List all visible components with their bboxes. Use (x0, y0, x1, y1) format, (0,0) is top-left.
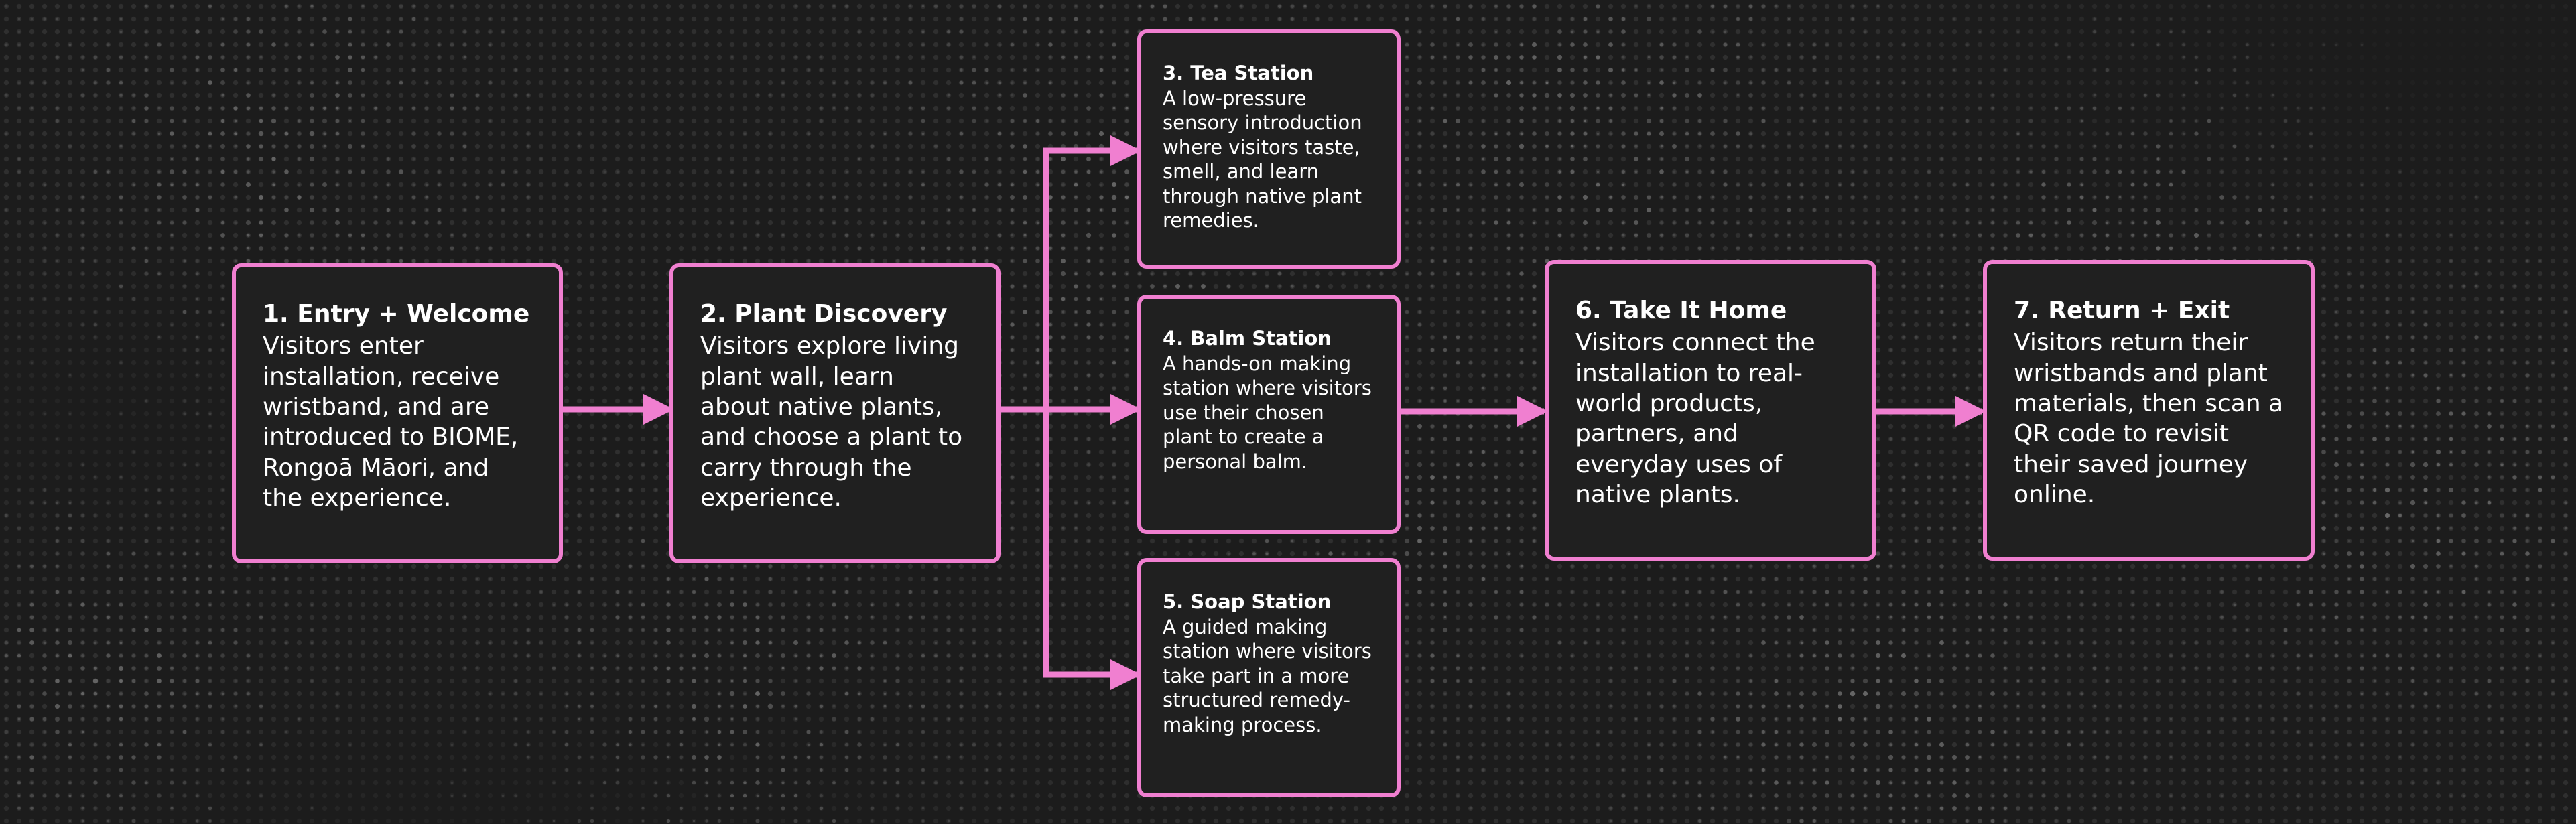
step-description: Visitors return their wristbands and pla… (2014, 329, 2284, 508)
step-plant-discovery: 2. Plant Discovery Visitors explore livi… (669, 263, 1001, 563)
step-soap-station: 5. Soap Station A guided making station … (1137, 558, 1401, 797)
step-description: A hands-on making station where visitors… (1163, 352, 1372, 473)
step-entry-welcome: 1. Entry + Welcome Visitors enter instal… (232, 263, 563, 563)
step-title: 3. Tea Station (1163, 62, 1314, 84)
step-description: Visitors explore living plant wall, lear… (700, 332, 963, 512)
step-description: A low-pressure sensory introduction wher… (1163, 86, 1362, 232)
step-title: 7. Return + Exit (2014, 297, 2230, 324)
step-description: A guided making station where visitors t… (1163, 615, 1372, 736)
step-description: Visitors enter installation, receive wri… (263, 332, 519, 512)
step-take-it-home: 6. Take It Home Visitors connect the ins… (1545, 260, 1876, 561)
step-title: 4. Balm Station (1163, 327, 1332, 350)
step-return-exit: 7. Return + Exit Visitors return their w… (1983, 260, 2315, 561)
step-balm-station: 4. Balm Station A hands-on making statio… (1137, 295, 1401, 534)
step-title: 1. Entry + Welcome (263, 300, 530, 328)
step-title: 6. Take It Home (1575, 297, 1787, 324)
step-description: Visitors connect the installation to rea… (1575, 329, 1815, 508)
step-tea-station: 3. Tea Station A low-pressure sensory in… (1137, 29, 1401, 269)
step-title: 2. Plant Discovery (700, 300, 948, 328)
step-title: 5. Soap Station (1163, 590, 1332, 613)
